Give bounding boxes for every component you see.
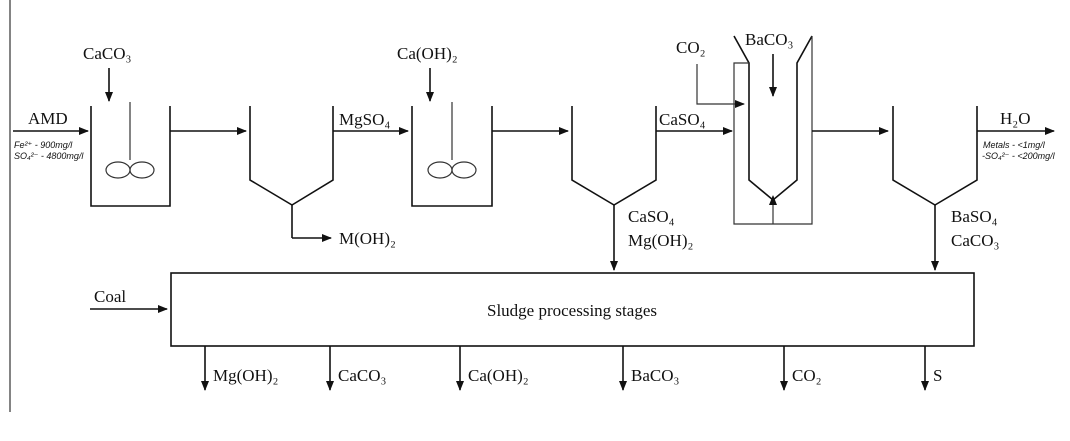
coal-label: Coal <box>94 287 126 306</box>
product-label: S <box>933 366 942 385</box>
product-label: BaCO₃ <box>631 366 680 385</box>
water-metals-spec: Metals - <1mg/l <box>983 140 1046 150</box>
sludge-processing-box <box>170 272 975 347</box>
product-label: CaCO₃ <box>338 366 387 385</box>
baco3-inlet-label: BaCO₃ <box>745 30 794 49</box>
amd-so4-concentration: SO₄²⁻ - 4800mg/l <box>14 151 84 161</box>
sludge-3-baso4-label: BaSO₄ <box>951 207 998 226</box>
reagent-caoh2-label: Ca(OH)₂ <box>397 44 458 63</box>
mgso4-label: MgSO₄ <box>339 110 390 129</box>
sludge-products: Mg(OH)₂ CaCO₃ Ca(OH)₂ BaCO₃ CO₂ S <box>201 346 942 391</box>
co2-inlet-line <box>696 64 745 108</box>
reagent-caco3-label: CaCO₃ <box>83 44 132 63</box>
co2-inlet-label: CO₂ <box>676 38 706 57</box>
reactor-2 <box>411 102 493 207</box>
sludge-processing-title: Sludge processing stages <box>487 301 657 320</box>
reactor-1 <box>90 102 171 207</box>
amd-fe-concentration: Fe²⁺ - 900mg/l <box>14 140 73 150</box>
product-label: CO₂ <box>792 366 822 385</box>
settler-1 <box>249 106 334 206</box>
settler-3 <box>892 106 978 206</box>
m-oh2-label: M(OH)₂ <box>339 229 396 248</box>
water-output-label: H₂O <box>1000 109 1030 128</box>
product-label: Ca(OH)₂ <box>468 366 529 385</box>
sludge-2-caso4-label: CaSO₄ <box>628 207 675 226</box>
water-sulfate-spec: -SO₄²⁻ - <200mg/l <box>982 151 1056 161</box>
amd-label: AMD <box>28 109 68 128</box>
product-label: Mg(OH)₂ <box>213 366 278 385</box>
settler-2 <box>571 106 657 206</box>
sludge-2-mgoh2-label: Mg(OH)₂ <box>628 231 693 250</box>
caso4-label: CaSO₄ <box>659 110 706 129</box>
sludge-3-caco3-label: CaCO₃ <box>951 231 1000 250</box>
